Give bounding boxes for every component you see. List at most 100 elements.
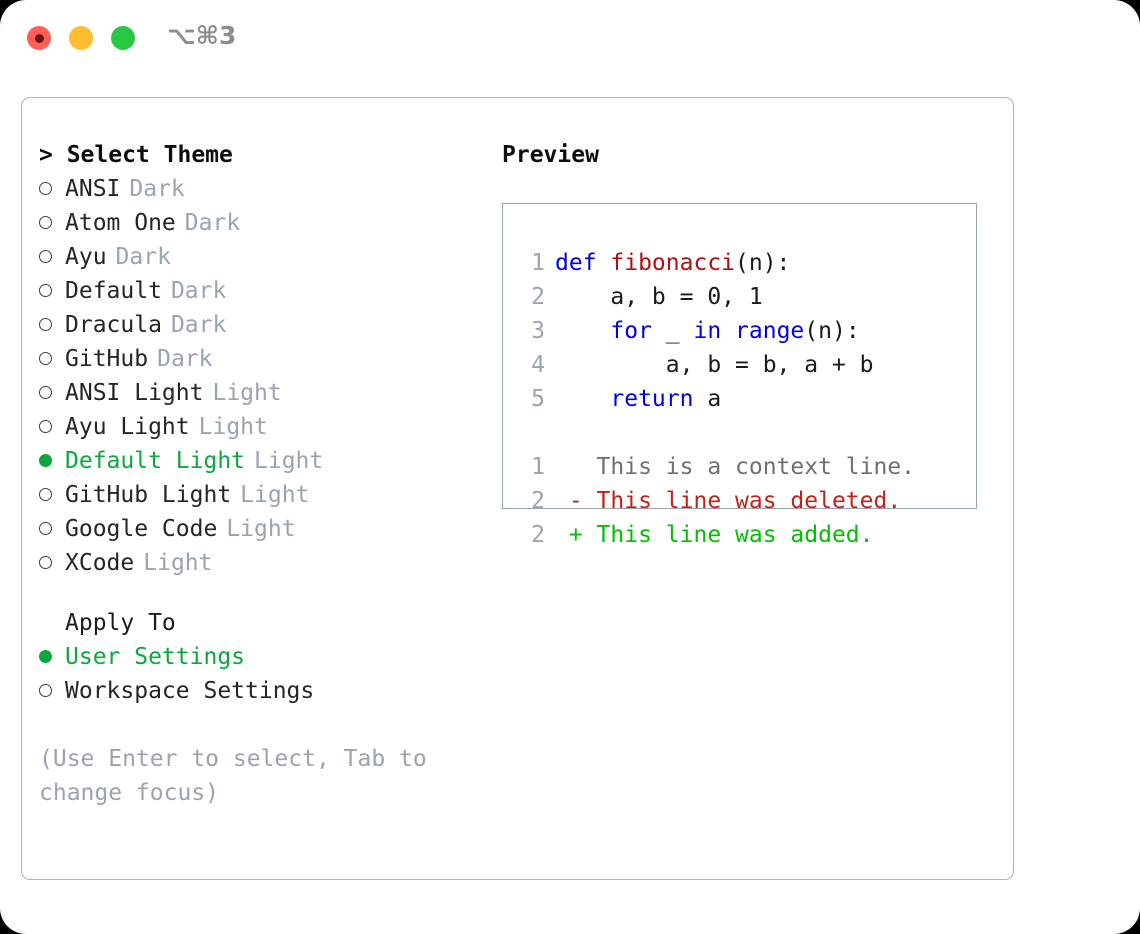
theme-item-label: GitHub	[65, 346, 149, 372]
radio-selected-icon	[39, 454, 52, 467]
radio-marker	[39, 240, 65, 274]
code-token: a, b = 0, 1	[555, 284, 763, 310]
line-number: 2	[531, 488, 545, 514]
minimize-button-icon[interactable]	[69, 26, 93, 50]
theme-list-item[interactable]: Google Code Light	[39, 512, 479, 546]
keyboard-hint-text: (Use Enter to select, Tab to change focu…	[39, 746, 441, 806]
radio-marker	[39, 172, 65, 206]
line-number: 2	[531, 522, 545, 548]
code-line: 2 a, b = 0, 1	[521, 280, 966, 314]
theme-item-label: ANSI Light	[65, 380, 204, 406]
theme-list-item[interactable]: GitHub Light Light	[39, 478, 479, 512]
theme-item-category: Dark	[184, 210, 241, 236]
theme-list-item[interactable]: Dracula Dark	[39, 308, 479, 342]
theme-item-label: Atom One	[65, 210, 176, 236]
theme-item-label: Ayu	[65, 244, 107, 270]
line-number: 4	[531, 352, 545, 378]
radio-marker	[39, 308, 65, 342]
diff-line: 2 - This line was deleted.	[521, 484, 966, 518]
theme-item-category: Dark	[170, 278, 227, 304]
radio-marker	[39, 444, 65, 478]
radio-unselected-icon	[39, 250, 52, 263]
diff-text: This is a context line.	[555, 454, 916, 480]
radio-unselected-icon	[39, 522, 52, 535]
theme-list-item[interactable]: Ayu Dark	[39, 240, 479, 274]
radio-selected-icon	[39, 650, 52, 663]
apply-to-option[interactable]: Workspace Settings	[39, 674, 479, 708]
diff-text: - This line was deleted.	[555, 488, 902, 514]
radio-unselected-icon	[39, 420, 52, 433]
radio-marker	[39, 206, 65, 240]
code-token: (n):	[804, 318, 860, 344]
theme-item-label: Dracula	[65, 312, 162, 338]
theme-item-category: Light	[143, 550, 213, 576]
theme-item-category: Dark	[115, 244, 171, 270]
line-number: 1	[531, 454, 545, 480]
diff-text: + This line was added.	[555, 522, 874, 548]
maximize-button-icon[interactable]	[111, 26, 135, 50]
theme-item-category: Light	[198, 414, 268, 440]
theme-item-label: Default	[65, 278, 162, 304]
radio-unselected-icon	[39, 318, 52, 331]
theme-item-category: Dark	[129, 176, 185, 202]
code-token: _	[665, 318, 694, 344]
line-number: 5	[531, 386, 545, 412]
theme-item-category: Dark	[157, 346, 213, 372]
theme-item-label: ANSI	[65, 176, 121, 202]
theme-item-category: Dark	[170, 312, 227, 338]
code-token: (n):	[735, 250, 791, 276]
apply-to-option[interactable]: User Settings	[39, 640, 479, 674]
theme-item-label: GitHub Light	[65, 482, 232, 508]
theme-item-category: Light	[254, 448, 324, 474]
close-button-icon[interactable]	[27, 26, 51, 50]
keyboard-shortcut-label: ⌥⌘3	[167, 21, 237, 50]
preview-heading: Preview	[502, 142, 599, 168]
traffic-light-buttons	[27, 26, 135, 50]
theme-list-item[interactable]: ANSI Light Light	[39, 376, 479, 410]
radio-unselected-icon	[39, 684, 52, 697]
theme-list-item[interactable]: Default Dark	[39, 274, 479, 308]
radio-unselected-icon	[39, 284, 52, 297]
code-token: return	[555, 386, 708, 412]
theme-list-item[interactable]: GitHub Dark	[39, 342, 479, 376]
radio-marker	[39, 512, 65, 546]
theme-item-label: Ayu Light	[65, 414, 190, 440]
line-number: 1	[531, 250, 545, 276]
code-line: 4 a, b = b, a + b	[521, 348, 966, 382]
theme-list-item[interactable]: Ayu Light Light	[39, 410, 479, 444]
code-token: for	[555, 318, 666, 344]
theme-item-category: Light	[226, 516, 296, 542]
radio-unselected-icon	[39, 216, 52, 229]
diff-line: 1 This is a context line.	[521, 450, 966, 484]
apply-to-option-label: Workspace Settings	[65, 678, 315, 704]
radio-unselected-icon	[39, 182, 52, 195]
theme-item-category: Light	[212, 380, 282, 406]
diff-sample: 1 This is a context line.2 - This line w…	[521, 450, 966, 552]
theme-item-label: Google Code	[65, 516, 218, 542]
apply-to-heading: Apply To	[65, 610, 176, 636]
diff-line: 2 + This line was added.	[521, 518, 966, 552]
hint-spacer	[39, 708, 479, 742]
theme-list-item[interactable]: ANSI Dark	[39, 172, 479, 206]
apply-to-option-label: User Settings	[65, 644, 246, 670]
radio-unselected-icon	[39, 352, 52, 365]
code-token: fibonacci	[610, 250, 736, 276]
theme-item-category: Light	[240, 482, 310, 508]
radio-unselected-icon	[39, 488, 52, 501]
code-token: a	[707, 386, 722, 412]
radio-marker	[39, 478, 65, 512]
theme-list-item[interactable]: Atom One Dark	[39, 206, 479, 240]
radio-marker	[39, 674, 65, 708]
